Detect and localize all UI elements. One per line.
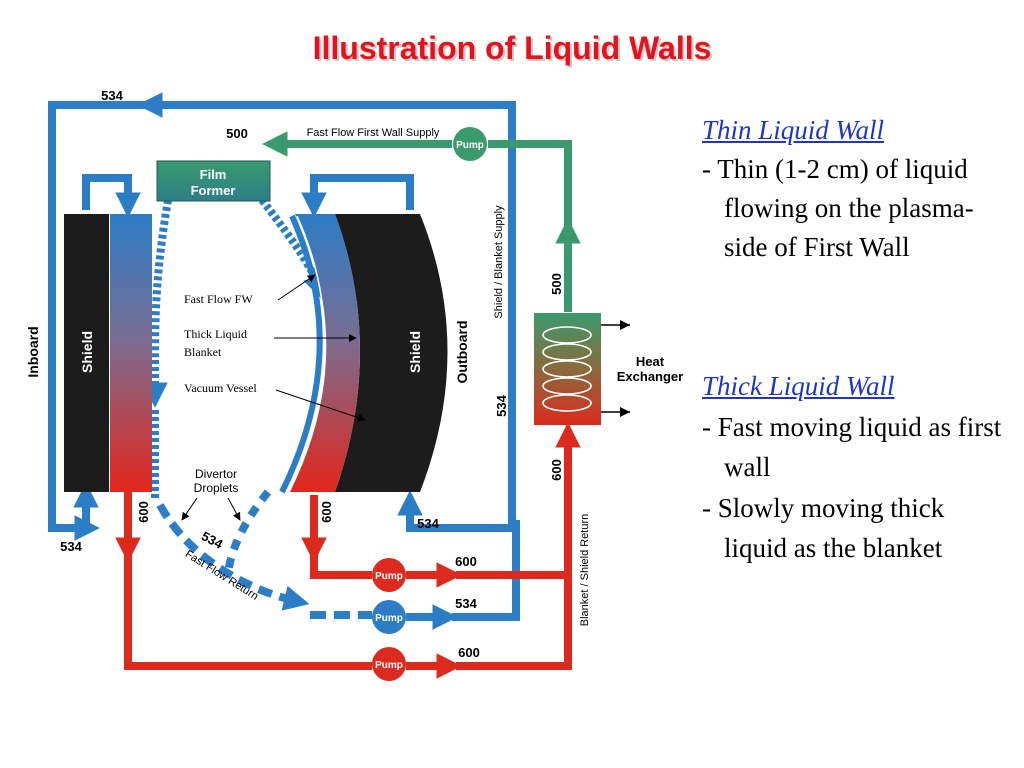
label-divertor-droplets: Divertor bbox=[195, 467, 237, 481]
pipe-red-lower-loop bbox=[124, 545, 372, 670]
thick-liquid-wall-heading: Thick Liquid Wall bbox=[702, 371, 895, 401]
pipe-red-upper-loop bbox=[310, 545, 372, 579]
label-shield-right: Shield bbox=[407, 331, 423, 373]
film-former-label: Film bbox=[200, 167, 227, 182]
outboard-shield bbox=[335, 214, 448, 492]
temp-red-lower-out: 600 bbox=[458, 645, 480, 660]
hx-coolant-out-head bbox=[620, 407, 630, 417]
pump-blue: Pump bbox=[372, 600, 406, 634]
pump-red-upper: Pump bbox=[372, 558, 406, 592]
pipe-top-return-loop bbox=[137, 92, 516, 348]
label-fast-flow-return: Fast Flow Return bbox=[183, 548, 260, 603]
callout-droplets-right bbox=[227, 497, 241, 521]
temp-fast-return: 534 bbox=[199, 528, 226, 552]
label-divertor-droplets-2: Droplets bbox=[194, 481, 239, 495]
label-blanket-shield-return: Blanket / Shield Return bbox=[579, 514, 591, 627]
film-former-label-2: Former bbox=[191, 183, 236, 198]
svg-text:Pump: Pump bbox=[375, 660, 403, 671]
heat-exchanger-label-2: Exchanger bbox=[617, 369, 683, 384]
pump-red-lower: Pump bbox=[372, 647, 406, 681]
svg-text:Pump: Pump bbox=[375, 571, 403, 582]
label-inboard: Inboard bbox=[25, 326, 41, 377]
inboard-blanket bbox=[110, 214, 152, 492]
temp-red-upper-out: 600 bbox=[455, 554, 477, 569]
label-outboard: Outboard bbox=[454, 321, 470, 384]
pump-top: Pump bbox=[453, 127, 487, 161]
pipe-supply-riser bbox=[397, 348, 516, 532]
temp-outboard-inlet: 534 bbox=[417, 516, 439, 531]
svg-text:Pump: Pump bbox=[456, 140, 484, 151]
thick-liquid-wall-section: Thick Liquid Wall - Fast moving liquid a… bbox=[702, 366, 1002, 569]
outboard-fast-flow-fw bbox=[279, 214, 323, 494]
thick-liquid-wall-item-2: - Slowly moving thick liquid as the blan… bbox=[702, 492, 945, 564]
label-vacuum-vessel: Vacuum Vessel bbox=[184, 381, 257, 395]
pipe-droplet-stream bbox=[224, 489, 272, 576]
temp-supply-riser: 534 bbox=[494, 394, 509, 416]
thin-liquid-wall-section: Thin Liquid Wall - Thin (1-2 cm) of liqu… bbox=[702, 111, 1002, 268]
temp-inboard-return: 534 bbox=[60, 539, 82, 554]
temp-top-loop: 534 bbox=[101, 88, 123, 103]
heat-exchanger-label: Heat bbox=[636, 354, 665, 369]
pipe-outboard-top-loop bbox=[301, 174, 414, 218]
thin-liquid-wall-heading: Thin Liquid Wall bbox=[702, 115, 885, 145]
pipe-inboard-top-loop bbox=[82, 174, 141, 218]
temp-blue-pump-out: 534 bbox=[455, 596, 477, 611]
temp-inboard-outlet: 600 bbox=[136, 501, 151, 523]
label-fast-flow-fw: Fast Flow FW bbox=[184, 292, 253, 306]
heat-exchanger-coil bbox=[542, 326, 592, 412]
pipe-blue-to-supply bbox=[452, 520, 520, 621]
temp-hx-outlet: 500 bbox=[549, 273, 564, 295]
thick-liquid-wall-item-1: - Fast moving liquid as first wall bbox=[702, 411, 1002, 483]
temp-hx-inlet: 600 bbox=[549, 459, 564, 481]
film-former-box bbox=[156, 160, 271, 202]
temp-film-supply: 500 bbox=[226, 126, 248, 141]
label-thick-liquid-blanket: Thick Liquid bbox=[184, 327, 247, 341]
inboard-shield bbox=[64, 214, 109, 492]
pipe-film-to-left bbox=[151, 199, 172, 361]
pipe-green-top bbox=[488, 140, 572, 240]
slide-title: Illustration of Liquid Walls bbox=[312, 30, 712, 66]
outboard-blanket bbox=[290, 214, 360, 492]
label-fast-flow-first-wall-supply: Fast Flow First Wall Supply bbox=[307, 127, 440, 139]
callout-vacuum-vessel bbox=[275, 389, 366, 422]
vacuum-vessel-line bbox=[286, 215, 326, 493]
thin-liquid-wall-item: - Thin (1-2 cm) of liquid flowing on the… bbox=[702, 154, 974, 263]
hx-coolant-in-head bbox=[620, 320, 630, 330]
label-shield-left: Shield bbox=[79, 331, 95, 373]
label-thick-liquid-blanket-2: Blanket bbox=[184, 345, 222, 359]
svg-text:Pump: Pump bbox=[375, 613, 403, 624]
pipe-fast-flow-return bbox=[156, 503, 310, 611]
label-shield-blanket-supply: Shield / Blanket Supply bbox=[493, 205, 505, 319]
pipe-red-lower-to-hx bbox=[456, 422, 581, 670]
temp-outboard-outlet: 600 bbox=[319, 501, 334, 523]
pipe-left-loop bbox=[48, 101, 155, 541]
callout-fast-flow-fw bbox=[277, 274, 316, 301]
callout-droplets-left bbox=[181, 497, 198, 521]
